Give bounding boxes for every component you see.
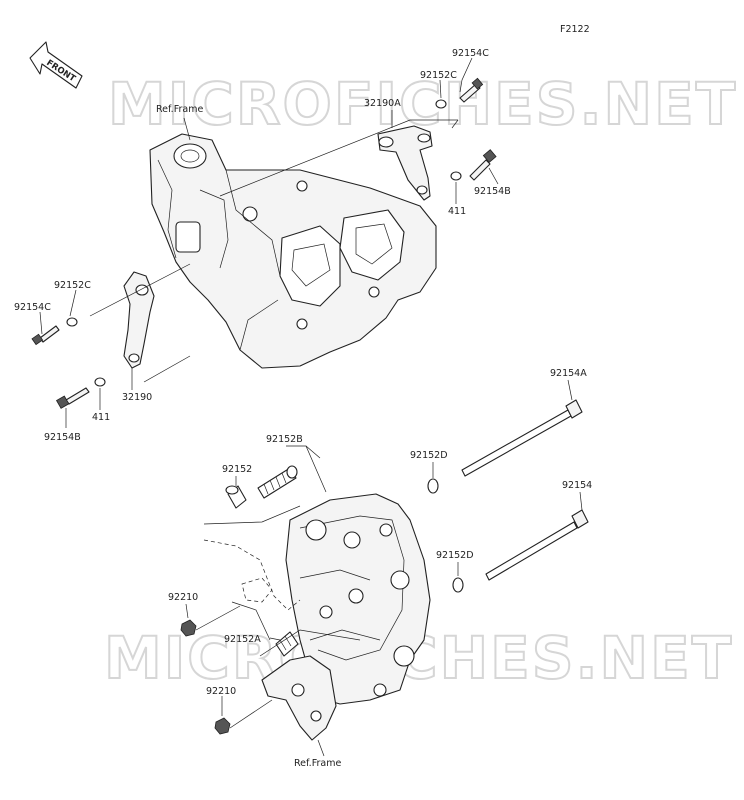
bolt-92154c-left xyxy=(31,325,60,346)
label-92152c-top: 92152C xyxy=(420,70,457,81)
engine-mount-bracket-left xyxy=(123,271,155,369)
label-92154c-top: 92154C xyxy=(452,48,489,59)
label-411-top: 411 xyxy=(448,206,466,217)
collar-92152b xyxy=(257,465,298,499)
main-frame xyxy=(149,133,437,369)
diagram-code: F2122 xyxy=(560,24,590,35)
collar-92152 xyxy=(225,485,247,509)
label-92154b-top: 92154B xyxy=(474,186,511,197)
collar-92152a xyxy=(275,631,299,657)
label-92210-top: 92210 xyxy=(168,592,198,603)
label-32190a: 32190A xyxy=(364,98,401,109)
washer-411-left xyxy=(94,377,106,387)
label-92210-bottom: 92210 xyxy=(206,686,236,697)
label-92152d-top: 92152D xyxy=(410,450,448,461)
bolt-92154c-top xyxy=(459,77,484,103)
collar-92152d-top xyxy=(427,478,439,494)
label-92154c-left: 92154C xyxy=(14,302,51,313)
watermark-top: MICROFICHES.NET xyxy=(108,70,737,138)
washer-411-top xyxy=(450,171,462,181)
bolt-92154b-left xyxy=(55,387,90,409)
engine-mount-bracket-right xyxy=(377,125,433,201)
label-92154b-left: 92154B xyxy=(44,432,81,443)
label-92152: 92152 xyxy=(222,464,252,475)
bolt-92154 xyxy=(485,509,589,581)
label-32190: 32190 xyxy=(122,392,152,403)
lower-frame-piece xyxy=(261,655,337,741)
label-92154a: 92154A xyxy=(550,368,587,379)
nut-92210-bottom xyxy=(214,717,231,735)
front-arrow-icon: FRONT xyxy=(29,41,83,89)
label-92152a: 92152A xyxy=(224,634,261,645)
label-92152c-left: 92152C xyxy=(54,280,91,291)
bolt-92154a xyxy=(461,399,583,477)
label-92152d-mid: 92152D xyxy=(436,550,474,561)
collar-92152d-mid xyxy=(452,577,464,593)
label-92152b: 92152B xyxy=(266,434,303,445)
label-92154: 92154 xyxy=(562,480,592,491)
engine-crankcase xyxy=(285,493,431,705)
label-ref-frame-top: Ref.Frame xyxy=(156,104,203,115)
collar-92152c-left xyxy=(66,317,78,327)
collar-92152c-top xyxy=(435,99,447,109)
label-411-left: 411 xyxy=(92,412,110,423)
label-ref-frame-bottom: Ref.Frame xyxy=(294,758,341,769)
nut-92210-top xyxy=(180,619,197,637)
bolt-92154b-top xyxy=(469,149,497,181)
